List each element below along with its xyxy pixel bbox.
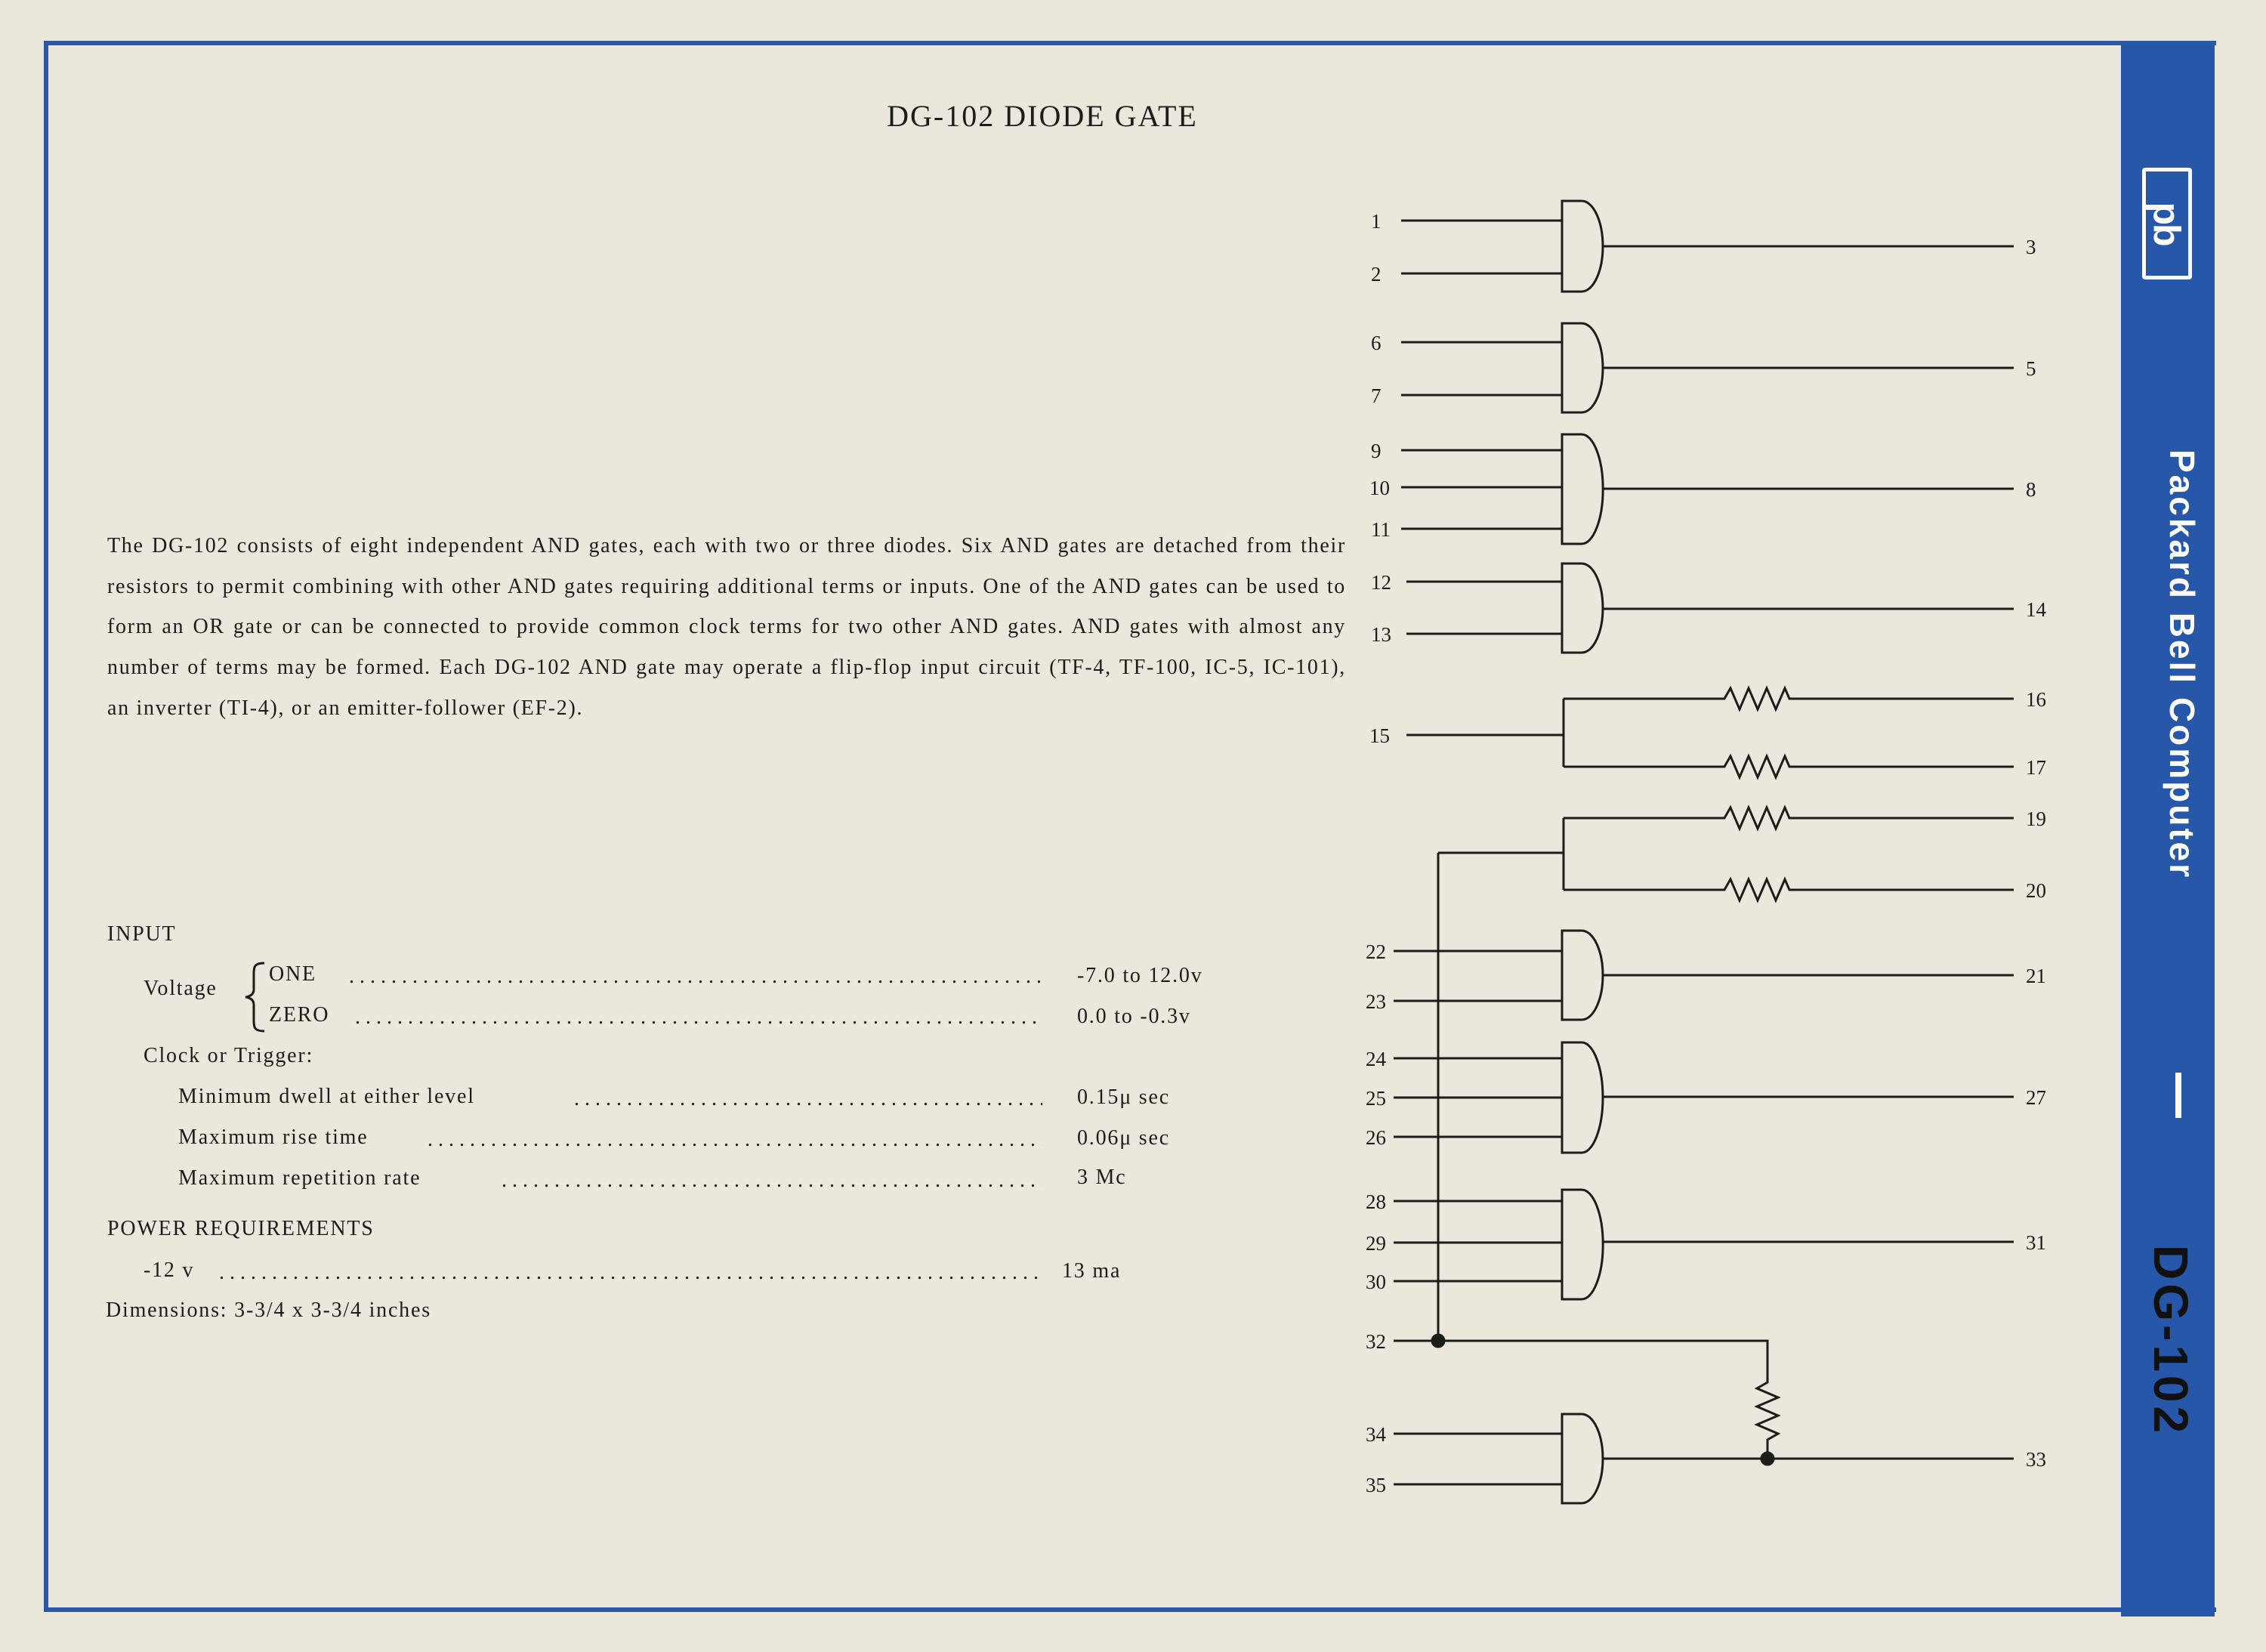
zero-value: 0.0 to -0.3v bbox=[1077, 1005, 1191, 1028]
page-frame bbox=[44, 41, 2216, 1612]
and-gate-8 bbox=[1394, 1413, 2014, 1505]
common-bus bbox=[1394, 853, 1781, 1458]
pin-9: 9 bbox=[1371, 440, 1382, 462]
and-gate-2 bbox=[1401, 322, 2014, 414]
pin-2: 2 bbox=[1371, 263, 1382, 286]
rise-leader bbox=[428, 1127, 1042, 1153]
logic-diagram: 1 2 3 6 7 5 9 10 11 8 12 13 14 15 16 17 … bbox=[1366, 199, 2047, 1505]
rise-label: Maximum rise time bbox=[178, 1126, 369, 1149]
pin-30: 30 bbox=[1366, 1271, 1386, 1293]
pin-29: 29 bbox=[1366, 1232, 1386, 1255]
pin-10: 10 bbox=[1369, 477, 1390, 499]
voltage-brace bbox=[245, 962, 265, 1033]
pb-logo: pb bbox=[2142, 168, 2192, 279]
pin-35: 35 bbox=[1366, 1474, 1386, 1496]
pin-13: 13 bbox=[1371, 623, 1391, 646]
specifications: INPUT Voltage ONE -7.0 to 12.0v ZERO 0.0… bbox=[0, 0, 1360, 1652]
input-heading: INPUT bbox=[107, 922, 177, 946]
pin-5: 5 bbox=[2026, 357, 2036, 380]
pin-3: 3 bbox=[2026, 236, 2036, 258]
one-label: ONE bbox=[269, 962, 316, 986]
power-leader bbox=[219, 1260, 1042, 1286]
model-code: DG-102 bbox=[2144, 1245, 2198, 1437]
and-gate-4 bbox=[1406, 562, 2014, 654]
pin-15: 15 bbox=[1369, 724, 1390, 747]
description-paragraph: The DG-102 consists of eight independent… bbox=[107, 534, 1346, 720]
pin-31: 31 bbox=[2026, 1231, 2046, 1254]
rep-value: 3 Mc bbox=[1077, 1166, 1127, 1189]
voltage-label: Voltage bbox=[144, 977, 218, 1000]
pin-24: 24 bbox=[1366, 1048, 1387, 1070]
pin-8: 8 bbox=[2026, 478, 2036, 501]
and-gate-1 bbox=[1401, 199, 2014, 293]
pin-20: 20 bbox=[2026, 879, 2046, 902]
pin-6: 6 bbox=[1371, 332, 1382, 354]
power-heading: POWER REQUIREMENTS bbox=[107, 1217, 375, 1240]
one-leader bbox=[349, 964, 1042, 990]
pin-33: 33 bbox=[2026, 1448, 2046, 1471]
page-title: DG-102 DIODE GATE bbox=[887, 99, 1198, 133]
and-gate-7 bbox=[1394, 1188, 2014, 1301]
pin-23: 23 bbox=[1366, 990, 1386, 1013]
side-band bbox=[2121, 45, 2215, 1616]
pin-12: 12 bbox=[1371, 571, 1391, 594]
clock-label: Clock or Trigger: bbox=[144, 1044, 314, 1067]
pin-34: 34 bbox=[1366, 1423, 1387, 1446]
and-gate-5 bbox=[1394, 929, 2014, 1021]
pin-21: 21 bbox=[2026, 965, 2046, 987]
pin-25: 25 bbox=[1366, 1087, 1386, 1110]
pin-26: 26 bbox=[1366, 1126, 1386, 1149]
zero-label: ZERO bbox=[269, 1003, 330, 1027]
resistor-pair-19 bbox=[1438, 804, 2014, 903]
pin-7: 7 bbox=[1371, 384, 1382, 407]
zero-leader bbox=[355, 1005, 1042, 1030]
pin-17: 17 bbox=[2026, 756, 2046, 779]
pin-14: 14 bbox=[2026, 598, 2047, 621]
pin-11: 11 bbox=[1371, 518, 1391, 541]
pin-16: 16 bbox=[2026, 688, 2046, 711]
dwell-label: Minimum dwell at either level bbox=[178, 1085, 475, 1108]
rise-value: 0.06μ sec bbox=[1077, 1126, 1170, 1150]
company-name: Packard Bell Computer bbox=[2163, 449, 2202, 880]
dimensions: Dimensions: 3-3/4 x 3-3/4 inches bbox=[106, 1298, 431, 1322]
and-gate-6 bbox=[1394, 1041, 2014, 1154]
pin-22: 22 bbox=[1366, 940, 1386, 963]
pin-27: 27 bbox=[2026, 1086, 2046, 1109]
pin-32: 32 bbox=[1366, 1330, 1386, 1353]
pb-logo-text: pb bbox=[2146, 202, 2188, 245]
pin-1: 1 bbox=[1371, 210, 1382, 233]
rep-leader bbox=[502, 1168, 1042, 1193]
and-gate-3 bbox=[1401, 433, 2014, 545]
band-divider bbox=[2175, 1073, 2181, 1118]
one-value: -7.0 to 12.0v bbox=[1077, 964, 1203, 987]
resistor-pair-15 bbox=[1406, 685, 2014, 780]
pin-19: 19 bbox=[2026, 807, 2046, 830]
dwell-leader bbox=[574, 1086, 1042, 1112]
dwell-value: 0.15μ sec bbox=[1077, 1085, 1170, 1109]
pin-28: 28 bbox=[1366, 1190, 1386, 1213]
rep-label: Maximum repetition rate bbox=[178, 1166, 421, 1190]
power-value: 13 ma bbox=[1062, 1259, 1122, 1283]
power-label: -12 v bbox=[144, 1258, 195, 1282]
